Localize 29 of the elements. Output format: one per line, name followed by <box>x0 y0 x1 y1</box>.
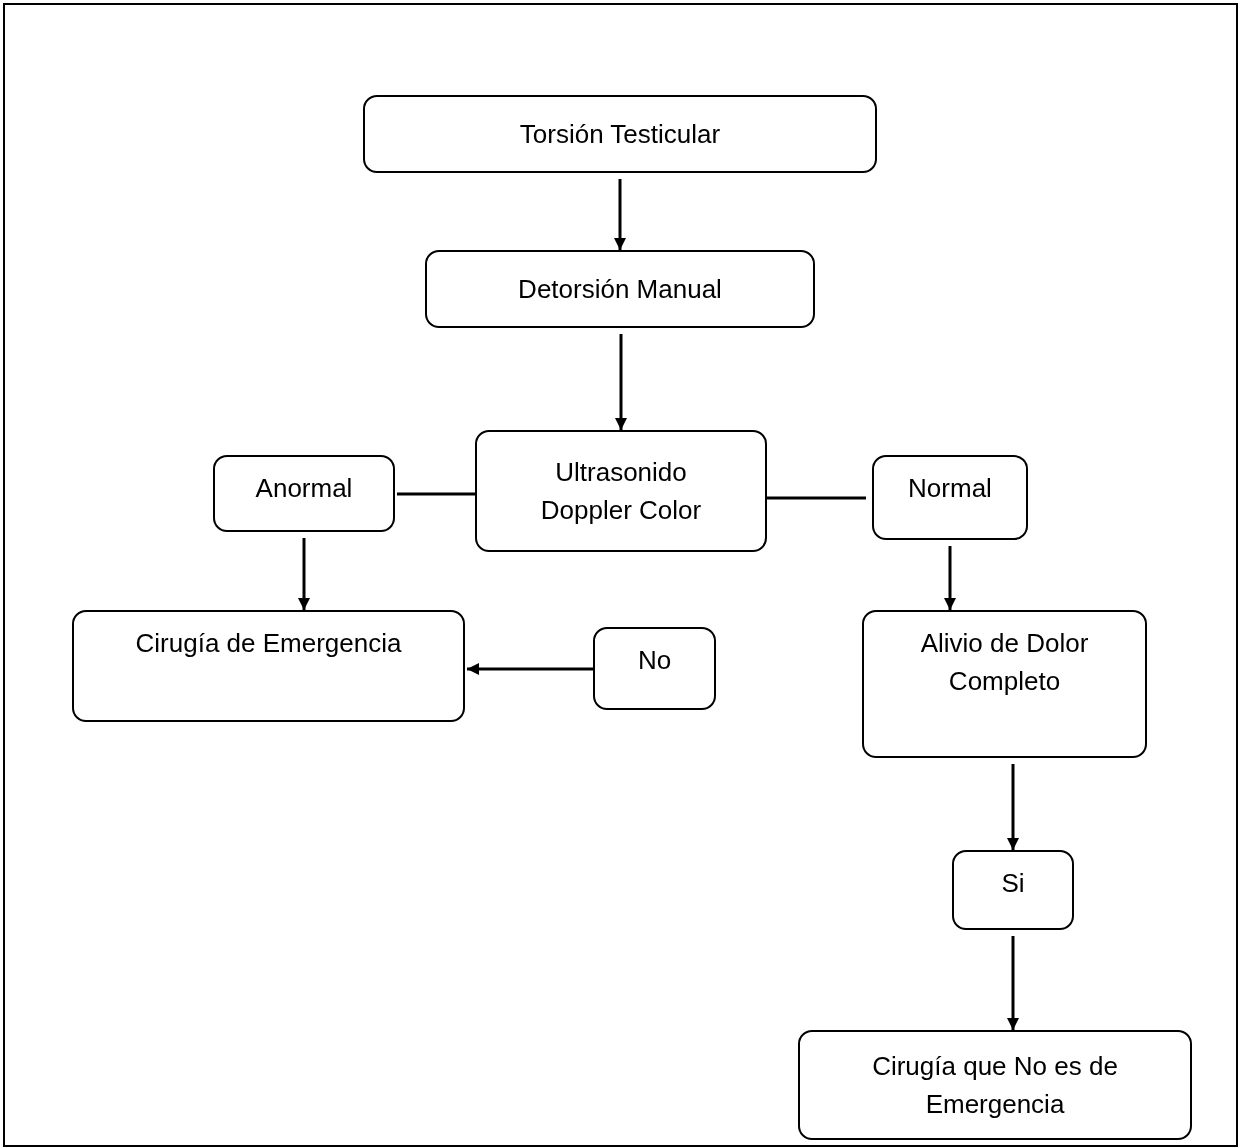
arrow <box>615 334 627 430</box>
arrow <box>614 179 626 250</box>
process-box <box>872 455 1028 540</box>
box-label: No <box>637 644 672 677</box>
process-box <box>593 627 716 710</box>
process-box <box>72 610 465 722</box>
box-label: Alivio de Dolor Completo <box>919 627 1090 698</box>
process-box <box>363 95 877 173</box>
arrow <box>467 663 593 675</box>
process-box <box>425 250 815 328</box>
process-box <box>862 610 1147 758</box>
arrow <box>1007 764 1019 850</box>
process-box <box>798 1030 1192 1140</box>
arrow <box>1007 936 1019 1030</box>
connector-line <box>767 496 866 500</box>
box-label: Torsión Testicular <box>519 118 721 151</box>
box-label: Cirugía de Emergencia <box>135 627 402 660</box>
arrow <box>944 546 956 610</box>
box-label: Detorsión Manual <box>518 273 722 306</box>
box-label: Cirugía que No es de Emergencia <box>871 1050 1119 1121</box>
box-label: Normal <box>908 472 992 505</box>
box-label: Anormal <box>255 472 353 505</box>
process-box <box>213 455 395 532</box>
process-box <box>952 850 1074 930</box>
arrow <box>298 538 310 610</box>
box-label: Ultrasonido Doppler Color <box>539 456 703 527</box>
connector-line <box>397 492 475 496</box>
process-box <box>475 430 767 552</box>
box-label: Si <box>1001 867 1025 900</box>
